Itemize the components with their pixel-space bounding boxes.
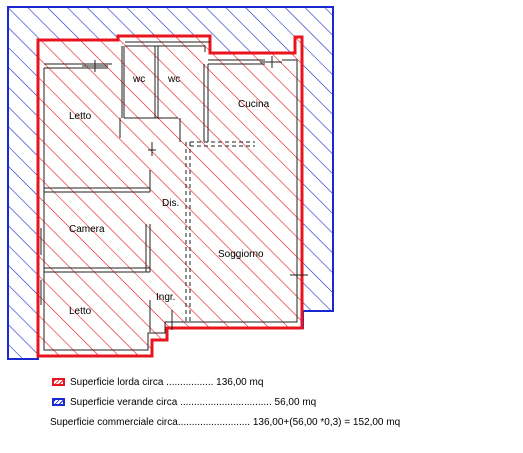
room-label-wc2: wc bbox=[167, 74, 180, 85]
room-label-wc1: wc bbox=[132, 74, 145, 85]
legend-text-commerciale: Superficie commerciale circa............… bbox=[50, 416, 401, 428]
room-label-dis: Dis. bbox=[162, 198, 179, 209]
lorda-hatch bbox=[36, 34, 304, 358]
room-label-ingr: Ingr. bbox=[156, 292, 175, 303]
room-label-camera: Camera bbox=[69, 224, 105, 235]
legend-text-lorda: Superficie lorda circa .................… bbox=[70, 376, 264, 388]
legend: Superficie lorda circa .................… bbox=[50, 372, 512, 432]
room-label-soggiorno: Soggiorno bbox=[218, 249, 264, 260]
legend-text-verande: Superficie verande circa ...............… bbox=[70, 396, 317, 408]
room-label-cucina: Cucina bbox=[238, 99, 270, 110]
room-label-letto-top: Letto bbox=[69, 111, 92, 122]
legend-swatch-lorda bbox=[52, 378, 65, 386]
floor-plan: wc wc Cucina Letto Dis. Camera Soggiorno… bbox=[7, 6, 334, 360]
legend-swatch-verande bbox=[52, 398, 65, 406]
legend-row-verande: Superficie verande circa ...............… bbox=[52, 392, 512, 412]
room-label-letto-bottom: Letto bbox=[69, 306, 92, 317]
legend-row-commerciale: Superficie commerciale circa............… bbox=[50, 412, 512, 432]
window-marks bbox=[40, 56, 308, 305]
interior-walls bbox=[43, 41, 298, 351]
legend-row-lorda: Superficie lorda circa .................… bbox=[52, 372, 512, 392]
